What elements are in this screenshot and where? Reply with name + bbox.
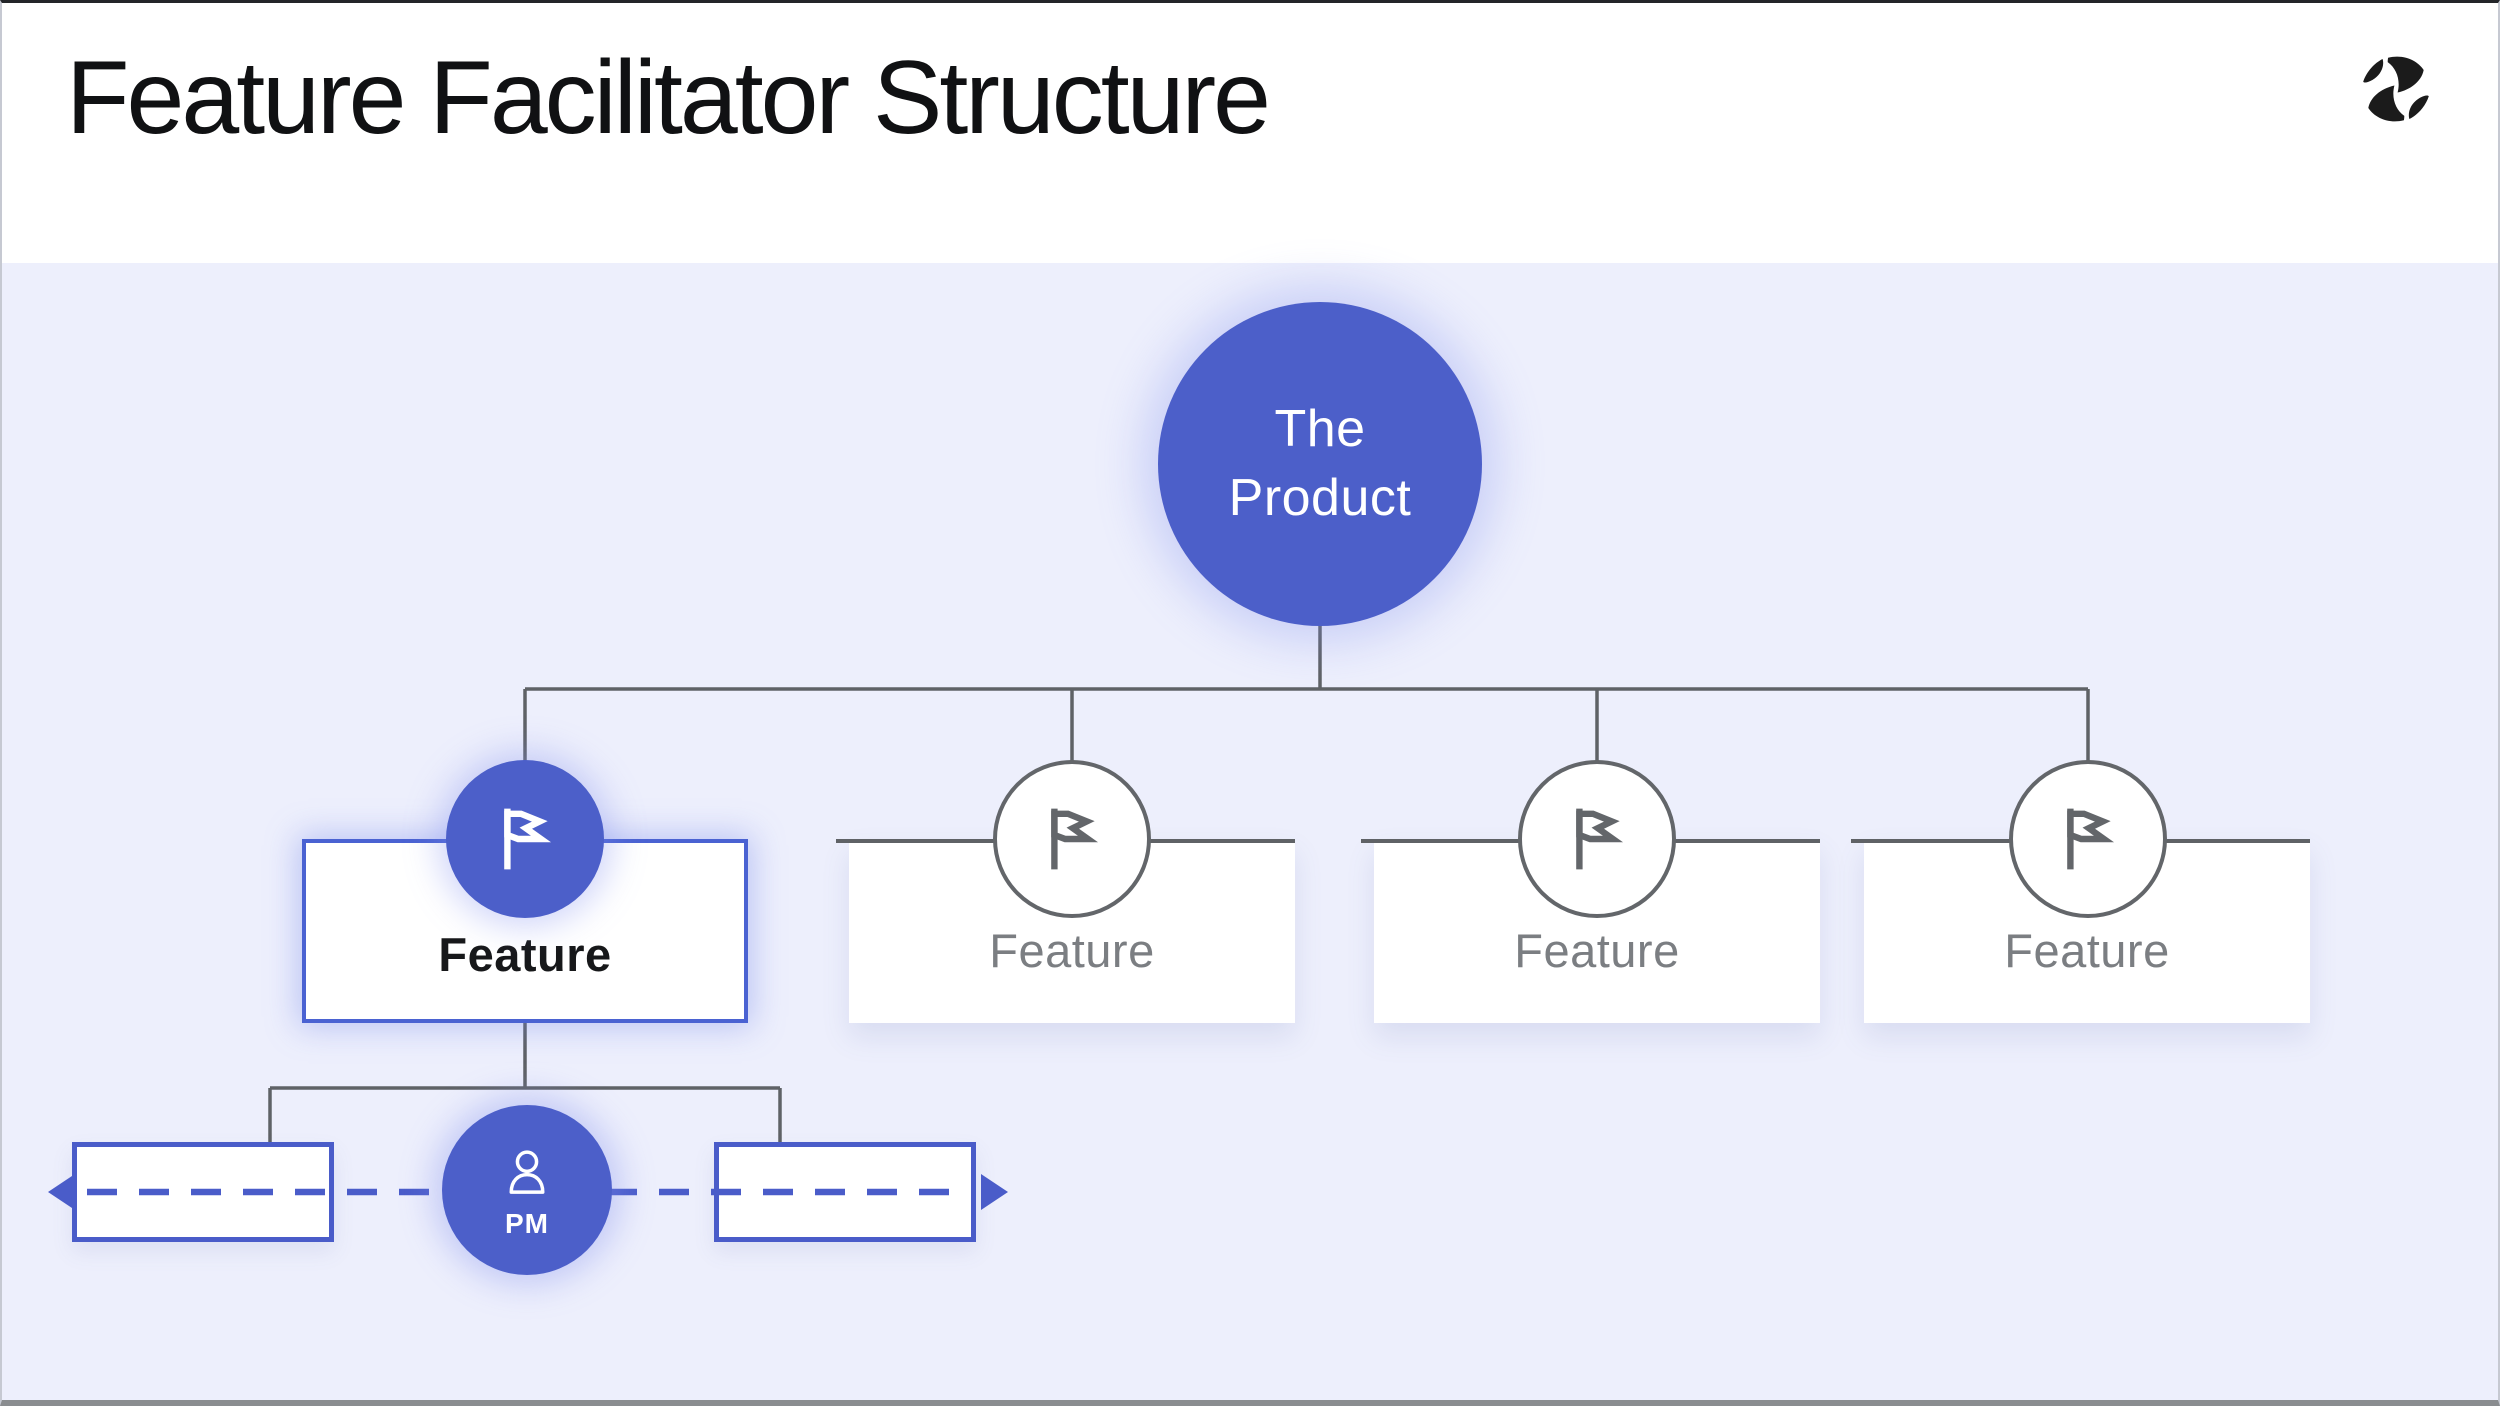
feature-label: Feature bbox=[1514, 924, 1680, 977]
task-box-left bbox=[72, 1142, 334, 1242]
flag-badge-active bbox=[446, 760, 604, 918]
user-icon bbox=[509, 1150, 545, 1194]
pm-node: PM bbox=[442, 1105, 612, 1275]
feature-label: Feature bbox=[438, 928, 612, 981]
product-node: The Product bbox=[1158, 302, 1482, 626]
flag-badge bbox=[993, 760, 1151, 918]
flag-icon bbox=[504, 808, 552, 870]
feature-node-active: Feature bbox=[302, 839, 748, 1023]
task-box-right bbox=[714, 1142, 976, 1242]
flag-icon bbox=[2067, 808, 2115, 870]
flag-icon bbox=[1051, 808, 1099, 870]
flag-icon bbox=[1576, 808, 1624, 870]
page-title: Feature Facilitator Structure bbox=[66, 40, 1271, 156]
pm-label: PM bbox=[505, 1208, 549, 1239]
feature-label: Feature bbox=[989, 924, 1155, 977]
product-node-label: The Product bbox=[1228, 400, 1412, 527]
company-logo-icon bbox=[2363, 56, 2429, 122]
flag-badge bbox=[2009, 760, 2167, 918]
feature-label: Feature bbox=[2004, 924, 2170, 977]
flag-badge bbox=[1518, 760, 1676, 918]
header-bar: Feature Facilitator Structure bbox=[2, 3, 2498, 263]
